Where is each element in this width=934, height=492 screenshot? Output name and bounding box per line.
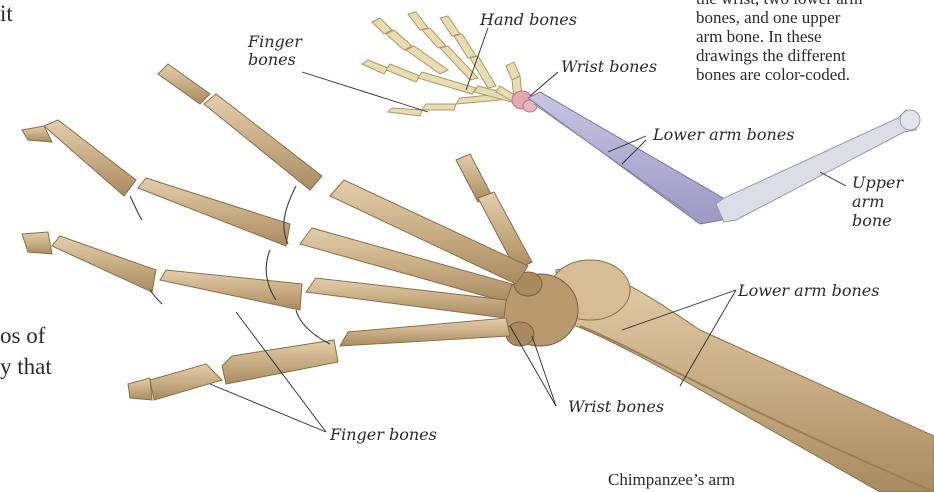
diagram-lower-arm-bones	[528, 92, 730, 224]
photo-chimpanzee-arm	[22, 64, 934, 492]
label-finger-bones-top-line-2: bones	[248, 51, 296, 69]
label-lower-arm-bones-top: Lower arm bones	[653, 126, 794, 144]
caption-chimpanzee-arm: Chimpanzee’s arm	[608, 470, 735, 490]
label-hand-bones: Hand bones	[480, 11, 577, 29]
label-wrist-bones-top: Wrist bones	[561, 58, 657, 76]
label-finger-bones-bottom: Finger bones	[330, 426, 437, 444]
label-upper-arm-bone-line-2: arm	[852, 193, 884, 211]
label-lower-arm-bones-bottom: Lower arm bones	[738, 282, 879, 300]
label-finger-bones-top-line-1: Finger	[248, 33, 302, 51]
diagram-leader-lines	[302, 28, 846, 186]
label-upper-arm-bone-line-1: Upper	[852, 174, 903, 192]
label-upper-arm-bone-line-3: bone	[852, 212, 892, 230]
label-wrist-bones-bottom: Wrist bones	[568, 398, 664, 416]
